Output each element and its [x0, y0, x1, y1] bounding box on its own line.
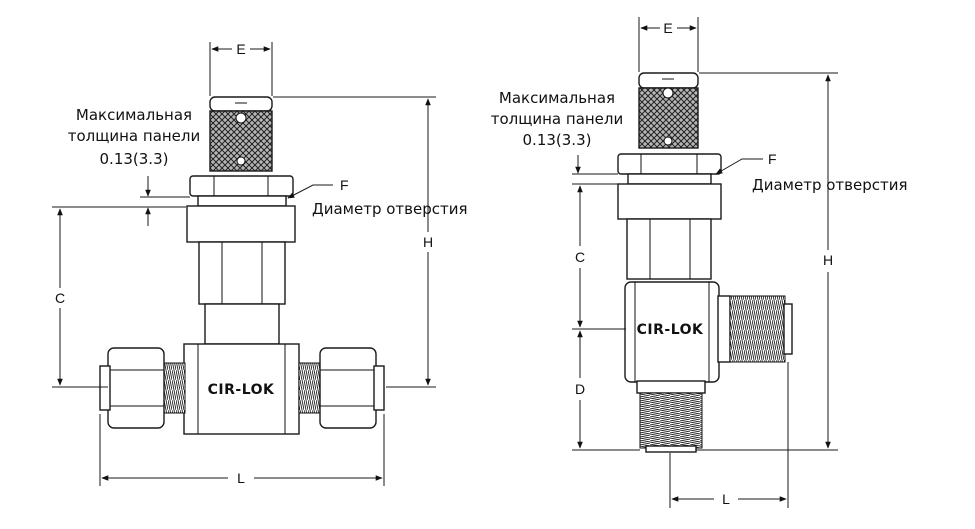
right-brand-logo: CIR-LOK [637, 322, 704, 338]
right-valve: CIR-LOK [617, 72, 793, 453]
right-hole-diameter-label: Диаметр отверстия [752, 176, 908, 194]
right-panel-note-value: 0.13(3.3) [523, 131, 592, 149]
left-brand-logo: CIR-LOK [208, 382, 275, 398]
right-dimensions [572, 17, 838, 508]
right-dim-h-label: H [823, 252, 833, 268]
left-hole-diameter-label: Диаметр отверстия [312, 200, 468, 218]
left-dim-f-label: F [340, 177, 349, 193]
right-panel-note-line1: Максимальная [499, 89, 615, 107]
right-panel-note-line2: толщина панели [491, 110, 624, 128]
left-labels: E H C L F Диаметр отверстия Максимальная… [55, 41, 468, 486]
right-dim-f-label: F [768, 151, 777, 167]
left-dim-l-label: L [237, 470, 245, 486]
left-panel-note-value: 0.13(3.3) [100, 150, 169, 168]
right-dim-l-label: L [722, 491, 730, 507]
left-dim-h-label: H [423, 234, 433, 250]
left-panel-note-line1: Максимальная [76, 106, 192, 124]
left-dimensions [52, 42, 436, 486]
right-labels: E H C D L F Диаметр отверстия Максимальн… [491, 20, 908, 507]
left-dim-e-label: E [236, 41, 245, 57]
left-panel-note-line2: толщина панели [68, 127, 201, 145]
right-dim-e-label: E [663, 20, 672, 36]
right-dim-d-label: D [575, 381, 585, 397]
left-valve: CIR-LOK [99, 96, 385, 435]
left-dim-c-label: C [55, 290, 65, 306]
right-dim-c-label: C [575, 249, 585, 265]
